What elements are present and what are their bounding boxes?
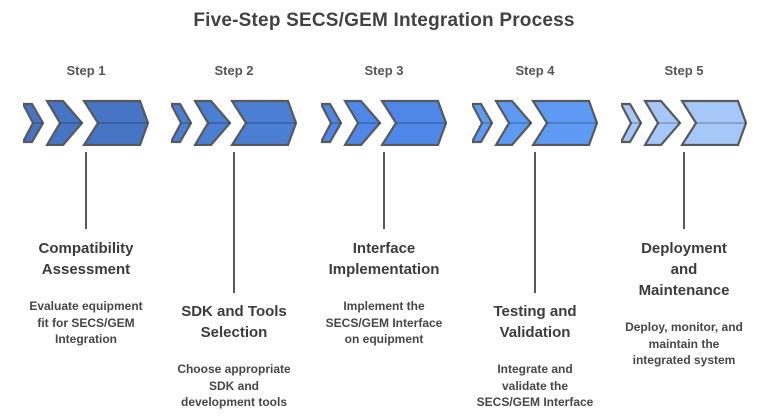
step-column-3: Step 3 Interface Implementation Implemen…: [306, 62, 462, 412]
step-heading: Deployment and Maintenance: [638, 240, 730, 299]
step-column-2: Step 2 SDK and Tools Selection Choose ap…: [156, 62, 312, 412]
chevron-arrows-icon: [472, 99, 598, 146]
step-text-block: Compatibility Assessment Evaluate equipm…: [8, 238, 164, 348]
step-label: Step 3: [364, 63, 404, 78]
connector-line: [233, 152, 235, 293]
chevron-arrows-icon: [321, 99, 447, 146]
step-description: Integrate and validate the SECS/GEM Inte…: [476, 362, 594, 409]
step-label: Step 2: [214, 63, 254, 78]
chevron-arrows-icon: [171, 99, 297, 146]
step-description: Deploy, monitor, and maintain the integr…: [625, 320, 743, 367]
connector-line: [383, 152, 385, 229]
step-description: Evaluate equipment fit for SECS/GEM Inte…: [29, 299, 143, 346]
step-heading: SDK and Tools Selection: [181, 303, 287, 341]
step-heading: Interface Implementation: [328, 240, 440, 278]
step-label: Step 5: [664, 63, 704, 78]
connector-line: [85, 152, 87, 229]
step-heading: Testing and Validation: [493, 303, 577, 341]
step-column-5: Step 5 Deployment and Maintenance Deploy…: [606, 62, 762, 412]
step-label: Step 1: [66, 63, 106, 78]
step-text-block: SDK and Tools Selection Choose appropria…: [156, 301, 312, 411]
diagram-title: Five-Step SECS/GEM Integration Process: [193, 10, 575, 31]
chevron-arrows-icon: [23, 99, 149, 146]
step-text-block: Testing and Validation Integrate and val…: [457, 301, 613, 411]
step-description: Choose appropriate SDK and development t…: [177, 362, 291, 409]
step-text-block: Interface Implementation Implement the S…: [306, 238, 462, 348]
step-description: Implement the SECS/GEM Interface on equi…: [325, 299, 443, 346]
step-column-4: Step 4 Testing and Validation Integrate …: [457, 62, 613, 412]
connector-line: [534, 152, 536, 293]
step-text-block: Deployment and Maintenance Deploy, monit…: [606, 238, 762, 369]
chevron-arrows-icon: [621, 99, 747, 146]
connector-line: [683, 152, 685, 229]
step-label: Step 4: [515, 63, 555, 78]
step-column-1: Step 1 Compatibility Assessment Evaluate…: [8, 62, 164, 412]
step-heading: Compatibility Assessment: [38, 240, 134, 278]
